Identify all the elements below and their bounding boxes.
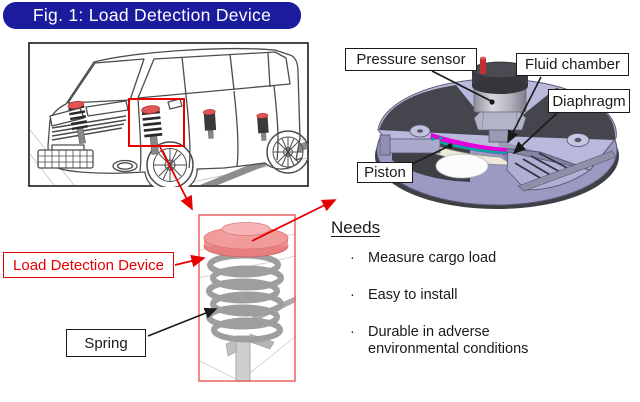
label-pressure-sensor: Pressure sensor bbox=[345, 48, 477, 71]
label-piston: Piston bbox=[357, 162, 413, 183]
needs-list: · Measure cargo load · Easy to install ·… bbox=[331, 250, 556, 358]
vented-rim bbox=[506, 150, 617, 192]
bullet-icon: · bbox=[350, 250, 355, 266]
rear-wheel bbox=[266, 130, 309, 174]
needs-section: Needs · Measure cargo load · Easy to ins… bbox=[331, 218, 556, 378]
strut-rear-right bbox=[256, 113, 269, 141]
strut-front-left bbox=[67, 100, 88, 145]
label-diaphragm: Diaphragm bbox=[548, 89, 630, 113]
needs-item: · Measure cargo load bbox=[350, 250, 497, 266]
needs-heading: Needs bbox=[331, 218, 381, 237]
label-fluid-chamber-text: Fluid chamber bbox=[524, 56, 621, 73]
bullet-icon: · bbox=[350, 324, 355, 340]
bullet-icon: · bbox=[350, 287, 355, 303]
spring-detail-figure bbox=[198, 214, 296, 382]
detail-box-border bbox=[198, 214, 296, 382]
figure-title: Fig. 1: Load Detection Device bbox=[3, 2, 301, 29]
car-figure bbox=[28, 42, 309, 187]
strut-rear-left bbox=[202, 109, 217, 139]
lower-grille bbox=[37, 149, 94, 169]
minivan-outline bbox=[37, 47, 303, 187]
needs-item: · Durable in adverse environmental condi… bbox=[350, 324, 529, 357]
label-fluid-chamber: Fluid chamber bbox=[516, 53, 629, 76]
needs-item: · Easy to install bbox=[350, 287, 458, 303]
device-figure bbox=[375, 56, 619, 209]
label-load-detection-device: Load Detection Device bbox=[3, 252, 174, 278]
label-pressure-sensor-text: Pressure sensor bbox=[356, 51, 466, 68]
label-piston-text: Piston bbox=[364, 164, 406, 181]
strut-front-right bbox=[141, 105, 163, 155]
label-spring-text: Spring bbox=[84, 334, 128, 352]
label-load-detection-device-text: Load Detection Device bbox=[13, 256, 164, 274]
label-spring: Spring bbox=[66, 329, 146, 357]
highlight-box bbox=[128, 98, 185, 147]
label-diaphragm-text: Diaphragm bbox=[552, 92, 626, 110]
